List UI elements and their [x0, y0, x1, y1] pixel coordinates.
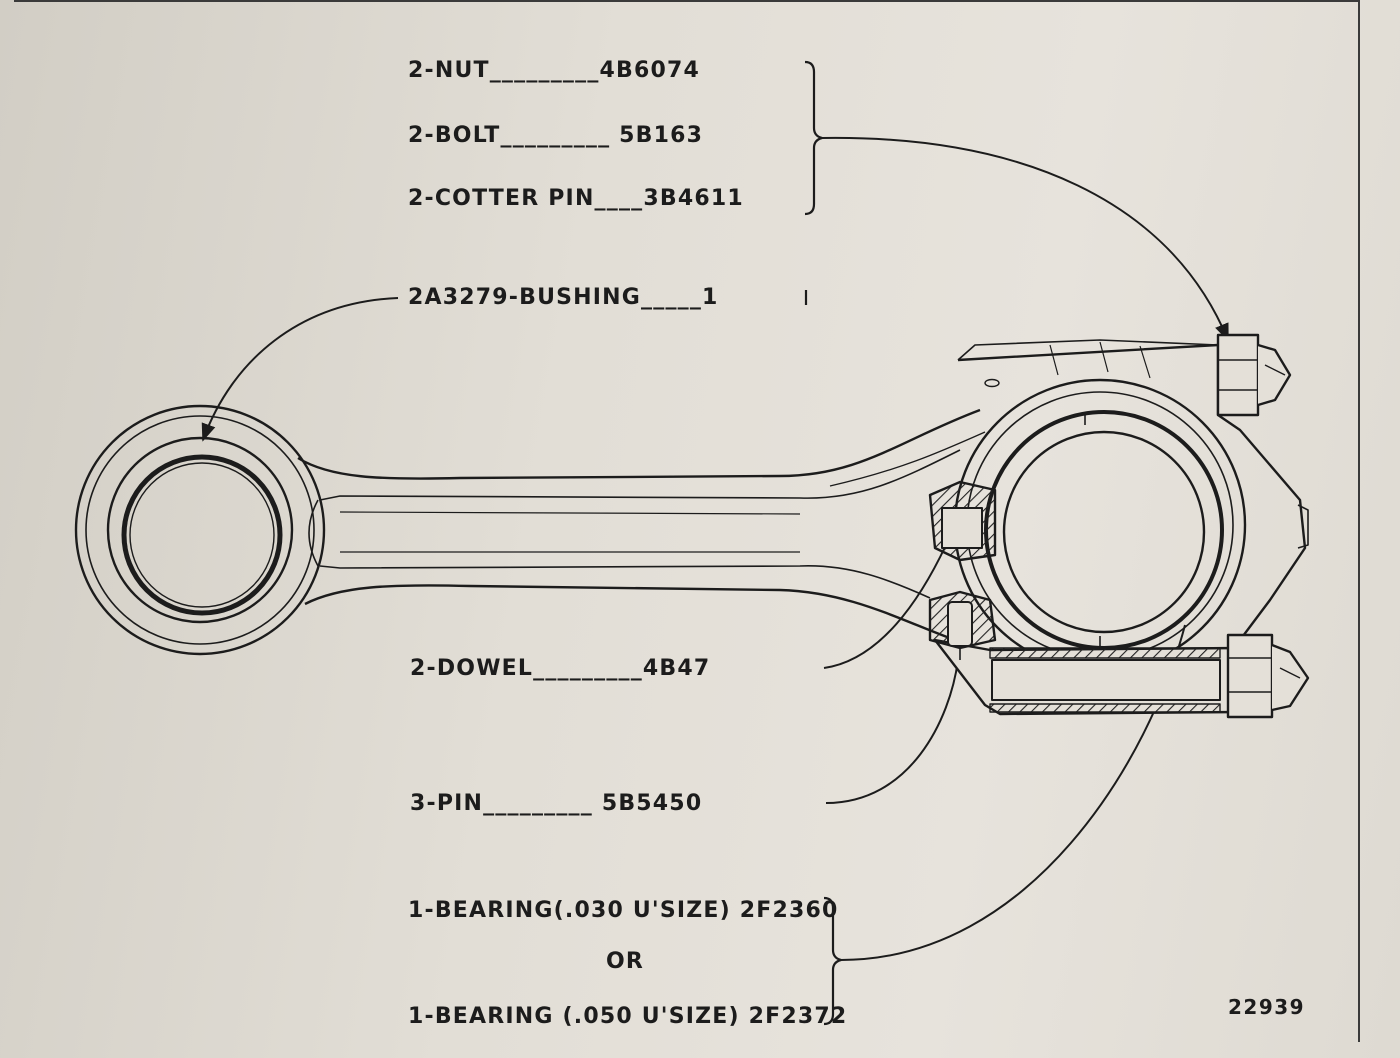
bearing-shell [984, 410, 1224, 650]
bottom-cotter-pin [1271, 643, 1310, 712]
callout-bushing: 2A3279-BUSHING_____1 [408, 285, 719, 310]
small-end-ring-inner [106, 436, 294, 624]
callout-pin: 3-PIN_________ 5B5450 [410, 791, 703, 816]
leader-dowel [823, 544, 947, 669]
bottom-nut [1226, 633, 1274, 719]
bushing [121, 454, 283, 616]
callout-cotter-pin: 2-COTTER PIN____3B4611 [408, 186, 744, 211]
connecting-rod [74, 333, 1310, 719]
figure-number: 22939 [1228, 995, 1306, 1019]
leader-lines [201, 136, 1229, 961]
callout-bearing-030: 1-BEARING(.030 U'SIZE) 2F2360 [408, 898, 839, 923]
callout-nut: 2-NUT_________4B6074 [408, 58, 701, 83]
leader-bolt [821, 136, 1229, 342]
leader-pin [825, 659, 959, 804]
callout-bolt: 2-BOLT_________ 5B163 [408, 123, 704, 148]
shank-rib [319, 449, 961, 501]
big-end-outer [953, 378, 1247, 672]
callout-brackets [804, 60, 842, 1026]
callout-bearing-050: 1-BEARING (.050 U'SIZE) 2F2372 [408, 1004, 848, 1029]
top-nut [1216, 333, 1260, 417]
callout-dowel: 2-DOWEL_________4B47 [410, 656, 711, 681]
small-end-ring [85, 415, 315, 645]
top-cotter-pin [1257, 343, 1292, 407]
leader-bushing [201, 297, 399, 442]
crank-bore [1002, 430, 1206, 634]
shank-outline [297, 408, 981, 480]
figure-frame [14, 0, 1360, 1042]
small-end-outer [74, 404, 326, 656]
callout-or: OR [606, 949, 645, 974]
